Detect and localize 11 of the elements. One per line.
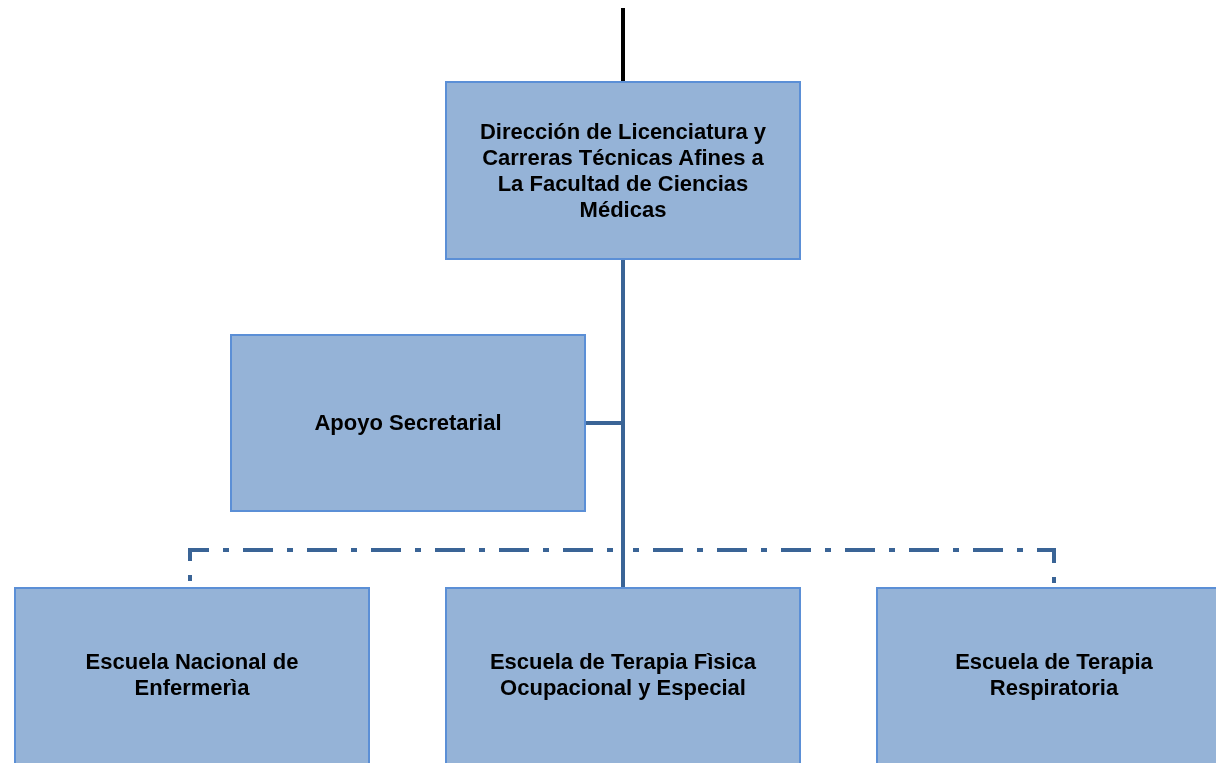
box-label: Escuela de Terapia Respiratoria — [954, 649, 1154, 701]
org-box — [445, 81, 801, 260]
box-label: Apoyo Secretarial — [314, 410, 502, 436]
org-box — [876, 587, 1216, 763]
connector-line — [621, 8, 625, 81]
box-label: Escuela Nacional de Enfermerìa — [84, 649, 300, 701]
org-box — [230, 334, 586, 512]
org-box — [445, 587, 801, 763]
box-label: Dirección de Licenciatura y Carreras Técnicas Afines a La Facultad de Ciencias Médicas — [479, 118, 767, 223]
org-box — [14, 587, 370, 763]
box-label: Escuela de Terapia Fìsica Ocupacional y Especial — [488, 649, 758, 701]
